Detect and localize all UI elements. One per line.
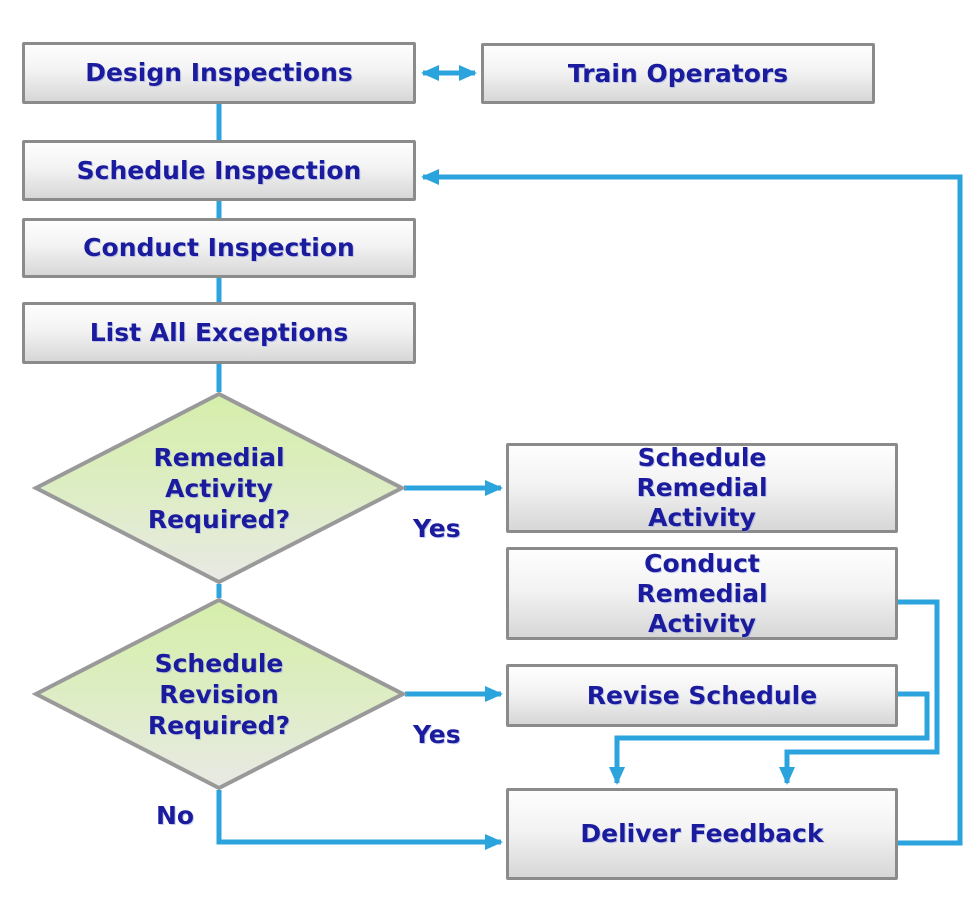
node-schedule-inspection: Schedule Inspection bbox=[22, 140, 416, 201]
node-conduct-remedial-activity: Conduct Remedial Activity bbox=[506, 547, 898, 640]
node-schedule-remedial-activity-label: Schedule Remedial Activity bbox=[636, 443, 768, 532]
decision-remedial-activity-label: Remedial Activity Required? bbox=[147, 443, 291, 534]
node-revise-schedule-label: Revise Schedule bbox=[586, 680, 818, 710]
edge-label-remedial-yes: Yes bbox=[413, 514, 461, 543]
edge-deliver-feedback-to-schedule-inspection bbox=[421, 169, 963, 846]
node-train-operators-label: Train Operators bbox=[567, 58, 789, 88]
node-deliver-feedback-label: Deliver Feedback bbox=[580, 819, 824, 848]
node-list-all-exceptions: List All Exceptions bbox=[22, 302, 416, 364]
node-schedule-remedial-activity: Schedule Remedial Activity bbox=[506, 443, 898, 533]
node-conduct-inspection: Conduct Inspection bbox=[22, 218, 416, 278]
decision-schedule-revision-label: Schedule Revision Required? bbox=[147, 649, 291, 740]
node-design-inspections: Design Inspections bbox=[22, 42, 416, 104]
node-design-inspections-label: Design Inspections bbox=[85, 58, 353, 87]
node-train-operators: Train Operators bbox=[481, 43, 875, 104]
decision-remedial-activity-shape bbox=[31, 391, 407, 585]
decision-schedule-revision-shape bbox=[31, 597, 408, 791]
node-schedule-inspection-label: Schedule Inspection bbox=[76, 155, 362, 185]
node-conduct-inspection-label: Conduct Inspection bbox=[83, 233, 355, 262]
node-list-all-exceptions-label: List All Exceptions bbox=[89, 318, 349, 347]
node-revise-schedule: Revise Schedule bbox=[506, 664, 898, 727]
edge-conduct-remedial-to-deliver-feedback bbox=[779, 599, 940, 785]
edge-revision-no-to-deliver-feedback bbox=[216, 790, 503, 850]
edge-label-revision-yes: Yes bbox=[413, 720, 461, 749]
edge-label-revision-no: No bbox=[156, 801, 195, 830]
edge-revise-schedule-to-deliver-feedback bbox=[609, 691, 930, 785]
node-conduct-remedial-activity-label: Conduct Remedial Activity bbox=[636, 548, 768, 638]
node-deliver-feedback: Deliver Feedback bbox=[506, 788, 898, 880]
